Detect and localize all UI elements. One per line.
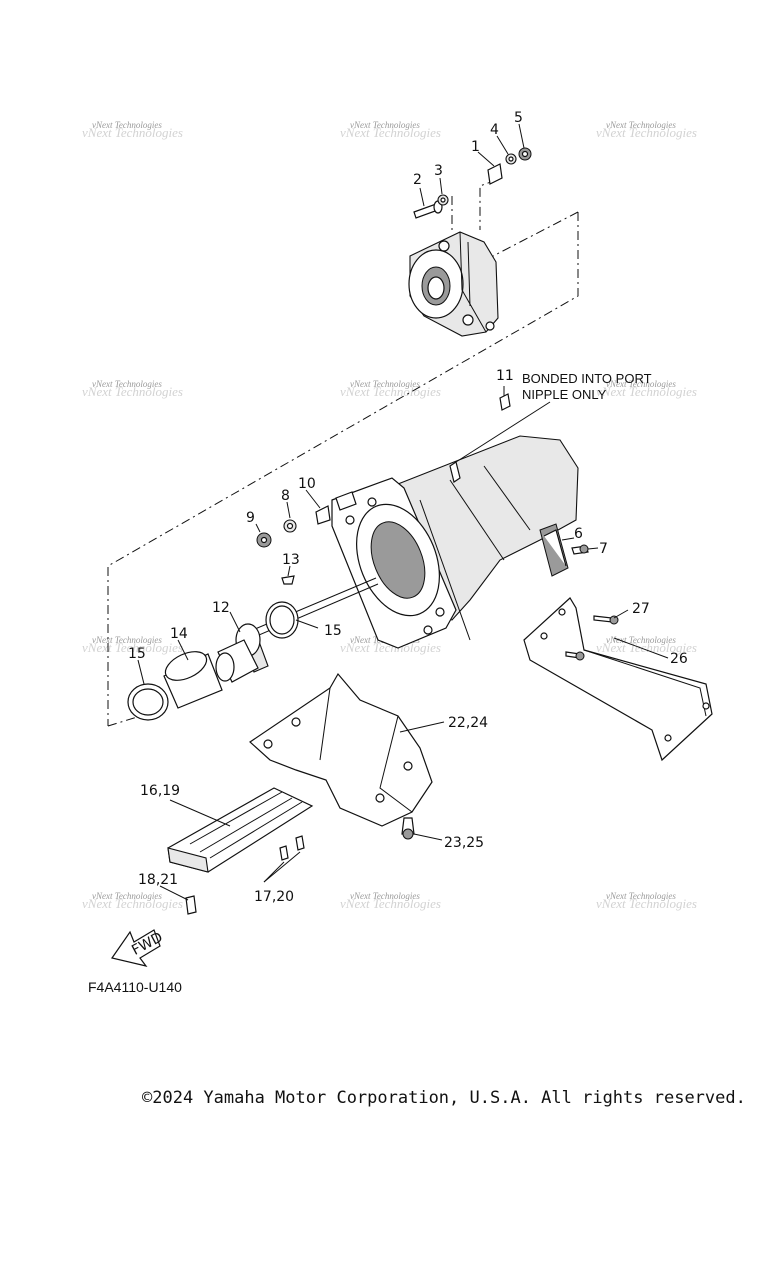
svg-text:vNext Technologies: vNext Technologies	[82, 125, 183, 140]
callout-5: 5	[514, 110, 523, 126]
svg-text:vNext Technologies: vNext Technologies	[606, 891, 676, 901]
side-plate	[523, 597, 713, 762]
svg-text:vNext Technologies: vNext Technologies	[350, 379, 420, 389]
callout-27: 27	[632, 601, 650, 617]
svg-text:vNext Technologies: vNext Technologies	[596, 896, 697, 911]
svg-text:vNext Technologies: vNext Technologies	[350, 891, 420, 901]
callout-22-24: 22,24	[448, 715, 488, 731]
callout-11: 11	[496, 368, 514, 384]
callout-17-20: 17,20	[254, 889, 294, 905]
small-hardware-mid	[256, 393, 511, 585]
bearing-housing	[408, 231, 499, 337]
svg-text:vNext Technologies: vNext Technologies	[340, 896, 441, 911]
svg-text:vNext Technologies: vNext Technologies	[606, 635, 676, 645]
callout-23-25: 23,25	[444, 835, 484, 851]
svg-text:vNext Technologies: vNext Technologies	[340, 125, 441, 140]
svg-text:vNext Technologies: vNext Technologies	[92, 635, 162, 645]
callout-7: 7	[599, 541, 608, 557]
svg-text:vNext Technologies: vNext Technologies	[82, 384, 183, 399]
svg-text:vNext Technologies: vNext Technologies	[350, 120, 420, 130]
svg-text:vNext Technologies: vNext Technologies	[340, 640, 441, 655]
note-line-1: BONDED INTO PORT	[522, 371, 652, 386]
svg-text:vNext Technologies: vNext Technologies	[606, 120, 676, 130]
side-pad	[539, 523, 589, 577]
callout-2: 2	[413, 172, 422, 188]
callout-6: 6	[574, 526, 583, 542]
intake-grate	[167, 787, 314, 915]
callout-26: 26	[670, 651, 688, 667]
svg-text:vNext Technologies: vNext Technologies	[92, 120, 162, 130]
leader-lines	[137, 123, 669, 901]
svg-text:vNext Technologies: vNext Technologies	[596, 640, 697, 655]
svg-text:vNext Technologies: vNext Technologies	[82, 640, 183, 655]
callout-15-right: 15	[324, 623, 342, 639]
svg-text:vNext Technologies: vNext Technologies	[596, 125, 697, 140]
svg-text:vNext Technologies: vNext Technologies	[606, 379, 676, 389]
top-hardware	[413, 147, 532, 219]
callout-9: 9	[246, 510, 255, 526]
jet-pump-housing	[247, 435, 579, 649]
callout-labels: 2 3 1 4 5 11 BONDED INTO PORT NIPPLE ONL…	[128, 110, 688, 905]
callout-10: 10	[298, 476, 316, 492]
callout-16-19: 16,19	[140, 783, 180, 799]
callout-1: 1	[471, 139, 480, 155]
callout-14: 14	[170, 626, 188, 642]
callout-13: 13	[282, 552, 300, 568]
callout-12: 12	[212, 600, 230, 616]
svg-text:vNext Technologies: vNext Technologies	[92, 379, 162, 389]
ride-plate	[249, 672, 433, 840]
note-line-2: NIPPLE ONLY	[522, 387, 607, 402]
callout-18-21: 18,21	[138, 872, 178, 888]
fwd-arrow: FWD	[111, 929, 166, 967]
callout-8: 8	[281, 488, 290, 504]
reference-code: F4A4110-U140	[88, 979, 182, 995]
copyright-notice: ©2024 Yamaha Motor Corporation, U.S.A. A…	[142, 1088, 746, 1108]
callout-3: 3	[434, 163, 443, 179]
hose-assembly	[127, 601, 299, 721]
callout-15-left: 15	[128, 646, 146, 662]
svg-text:vNext Technologies: vNext Technologies	[92, 891, 162, 901]
svg-text:vNext Technologies: vNext Technologies	[596, 384, 697, 399]
callout-4: 4	[490, 122, 499, 138]
svg-text:vNext Technologies: vNext Technologies	[340, 384, 441, 399]
svg-text:vNext Technologies: vNext Technologies	[82, 896, 183, 911]
